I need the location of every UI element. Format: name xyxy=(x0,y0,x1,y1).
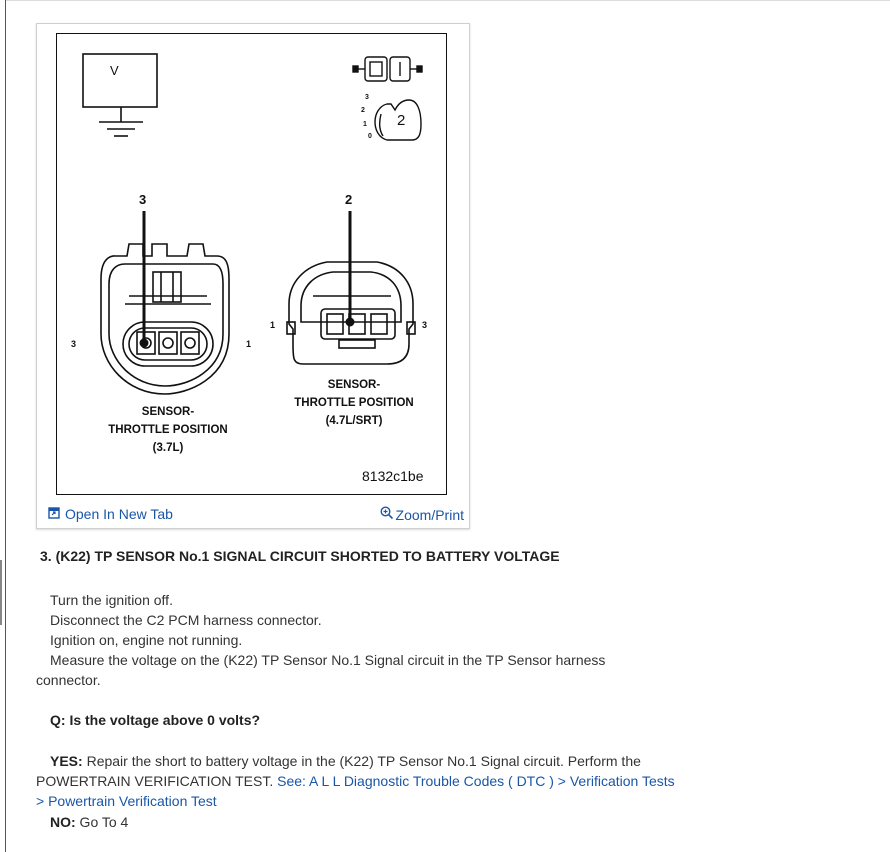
instruction-3: Ignition on, engine not running. xyxy=(50,632,243,648)
verification-tests-link[interactable]: See: A L L Diagnostic Trouble Codes ( DT… xyxy=(277,773,675,789)
yes-text-wrap: POWERTRAIN VERIFICATION TEST. xyxy=(36,773,278,789)
zoom-print-label: Zoom/Print xyxy=(395,506,464,523)
open-tab-label: Open In New Tab xyxy=(65,506,173,522)
instruction-2: Disconnect the C2 PCM harness connector. xyxy=(50,612,322,628)
right-pin-callout: 2 xyxy=(345,192,353,207)
right-connector-caption: SENSOR- THROTTLE POSITION (4.7L/SRT) xyxy=(294,379,414,427)
top-divider xyxy=(6,0,890,1)
yes-text: Repair the short to battery voltage in t… xyxy=(82,753,641,769)
voltmeter-label: V xyxy=(110,63,119,78)
yes-line-2: POWERTRAIN VERIFICATION TEST. See: A L L… xyxy=(36,773,675,789)
left-scroll-indicator xyxy=(0,560,2,625)
right-pin-1: 1 xyxy=(270,320,276,330)
figure-id: 8132c1be xyxy=(362,468,424,484)
no-line: NO: Go To 4 xyxy=(50,814,128,830)
left-border xyxy=(5,0,6,852)
left-pin-1: 1 xyxy=(246,339,252,349)
figure-card: V 3 3 1 2 1 3 3 2 1 0 2 SENSOR- THROTTLE… xyxy=(36,23,470,529)
voltmeter-box xyxy=(82,53,158,108)
yes-line: YES: Repair the short to battery voltage… xyxy=(50,753,641,769)
yes-label: YES: xyxy=(50,753,83,769)
no-text: Go To 4 xyxy=(75,814,129,830)
yes-line-3: > Powertrain Verification Test xyxy=(36,793,217,809)
zoom-print-link[interactable]: Zoom/Print xyxy=(380,506,464,523)
instruction-1: Turn the ignition off. xyxy=(50,592,173,608)
left-pin-3: 3 xyxy=(71,339,77,349)
powertrain-verification-link[interactable]: > Powertrain Verification Test xyxy=(36,793,217,809)
diagram-graphics xyxy=(82,53,423,395)
zoom-in-icon xyxy=(380,506,394,523)
key-switch-position: 2 xyxy=(397,112,406,129)
open-tab-icon xyxy=(48,506,60,522)
left-connector-caption: SENSOR- THROTTLE POSITION (3.7L) xyxy=(108,406,228,454)
right-pin-3: 3 xyxy=(422,320,428,330)
left-pin-callout: 3 xyxy=(139,192,147,207)
step-title: 3. (K22) TP SENSOR No.1 SIGNAL CIRCUIT S… xyxy=(40,548,560,564)
key-pos-0: 0 xyxy=(368,133,372,140)
key-pos-1: 1 xyxy=(363,121,367,128)
open-in-new-tab-link[interactable]: Open In New Tab xyxy=(48,506,173,522)
key-pos-2: 2 xyxy=(361,107,365,114)
question: Q: Is the voltage above 0 volts? xyxy=(50,712,261,728)
instruction-4: Measure the voltage on the (K22) TP Sens… xyxy=(50,652,606,668)
instruction-4-wrap: connector. xyxy=(36,672,101,688)
key-pos-3: 3 xyxy=(365,94,369,101)
no-label: NO: xyxy=(50,814,76,830)
wiring-diagram: V 3 3 1 2 1 3 3 2 1 0 2 SENSOR- THROTTLE… xyxy=(56,33,447,495)
